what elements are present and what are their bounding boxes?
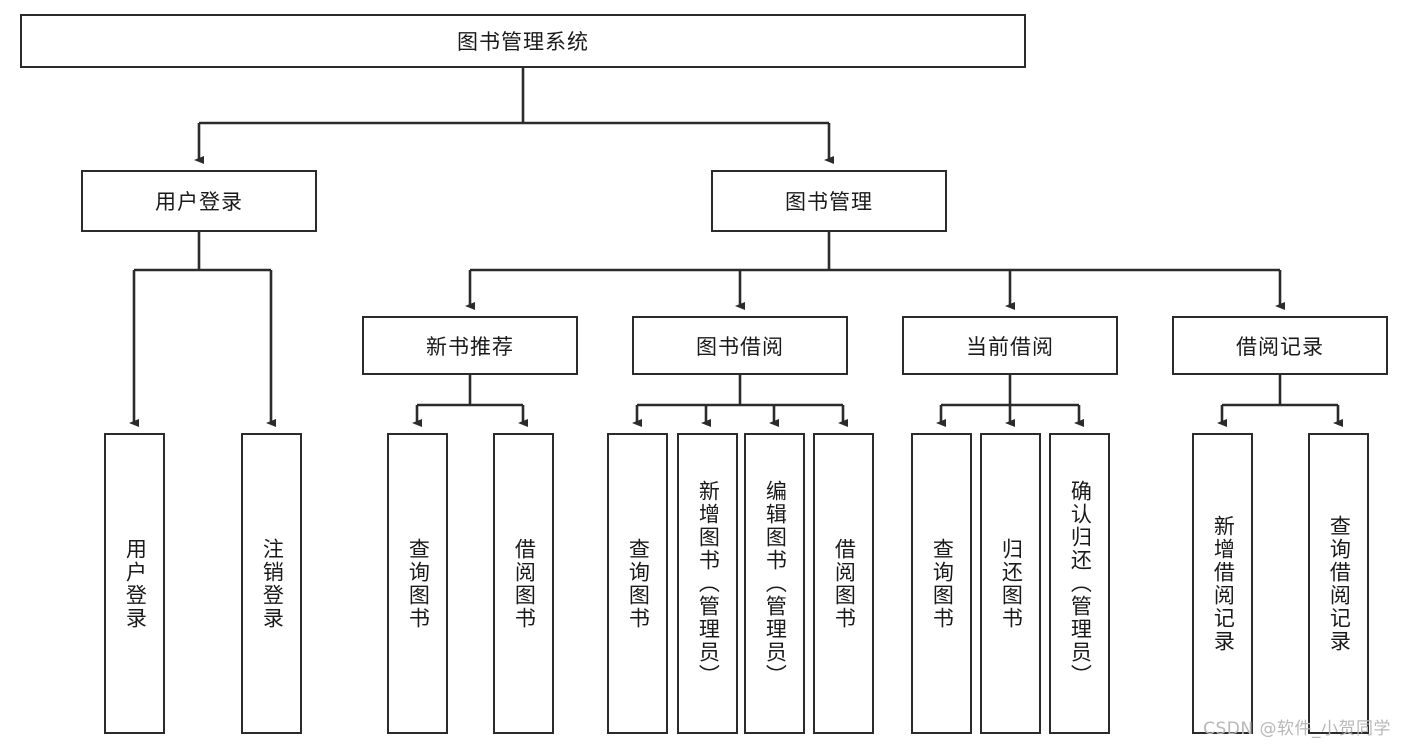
leaf-borrow-add-book-admin[interactable]: 新增图书（管理员） xyxy=(677,433,738,734)
node-label: 用户登录 xyxy=(123,537,148,630)
node-label: 借阅记录 xyxy=(1236,334,1324,359)
leaf-user-login-login[interactable]: 用户登录 xyxy=(104,433,165,734)
node-label: 确认归还（管理员） xyxy=(1068,480,1093,687)
node-label: 用户登录 xyxy=(155,190,243,214)
node-label: 图书借阅 xyxy=(696,334,784,359)
node-root-system[interactable]: 图书管理系统 xyxy=(20,14,1026,68)
node-current-borrow[interactable]: 当前借阅 xyxy=(902,316,1118,375)
leaf-user-login-logout[interactable]: 注销登录 xyxy=(241,433,302,734)
node-label: 归还图书 xyxy=(999,537,1024,630)
node-label: 注销登录 xyxy=(260,537,285,630)
leaf-new-book-borrow[interactable]: 借阅图书 xyxy=(493,433,554,734)
leaf-record-add-record[interactable]: 新增借阅记录 xyxy=(1192,433,1253,734)
node-label: 查询图书 xyxy=(930,537,955,630)
node-label: 借阅图书 xyxy=(832,537,857,630)
leaf-new-book-query[interactable]: 查询图书 xyxy=(387,433,448,734)
leaf-borrow-borrow-book[interactable]: 借阅图书 xyxy=(813,433,874,734)
node-label: 当前借阅 xyxy=(966,334,1054,359)
node-new-book-recommend[interactable]: 新书推荐 xyxy=(362,316,578,375)
node-label: 借阅图书 xyxy=(512,537,537,630)
leaf-current-return-book[interactable]: 归还图书 xyxy=(980,433,1041,734)
node-label: 查询图书 xyxy=(406,537,431,630)
node-borrow-record[interactable]: 借阅记录 xyxy=(1172,316,1388,375)
leaf-record-query-record[interactable]: 查询借阅记录 xyxy=(1308,433,1369,734)
leaf-borrow-edit-book-admin[interactable]: 编辑图书（管理员） xyxy=(744,433,805,734)
node-label: 新增借阅记录 xyxy=(1211,514,1236,653)
leaf-borrow-query-book[interactable]: 查询图书 xyxy=(607,433,668,734)
node-user-login[interactable]: 用户登录 xyxy=(81,170,317,232)
node-book-management[interactable]: 图书管理 xyxy=(711,170,947,232)
leaf-current-confirm-return-admin[interactable]: 确认归还（管理员） xyxy=(1049,433,1110,734)
watermark-text: CSDN @软件_小贺同学 xyxy=(1203,719,1391,739)
node-label: 新书推荐 xyxy=(426,334,514,359)
node-book-borrow[interactable]: 图书借阅 xyxy=(632,316,848,375)
node-label: 图书管理系统 xyxy=(457,30,589,54)
node-label: 图书管理 xyxy=(785,190,873,214)
leaf-current-query-book[interactable]: 查询图书 xyxy=(911,433,972,734)
node-label: 新增图书（管理员） xyxy=(696,480,721,687)
node-label: 编辑图书（管理员） xyxy=(763,480,788,687)
node-label: 查询图书 xyxy=(626,537,651,630)
node-label: 查询借阅记录 xyxy=(1327,514,1352,653)
